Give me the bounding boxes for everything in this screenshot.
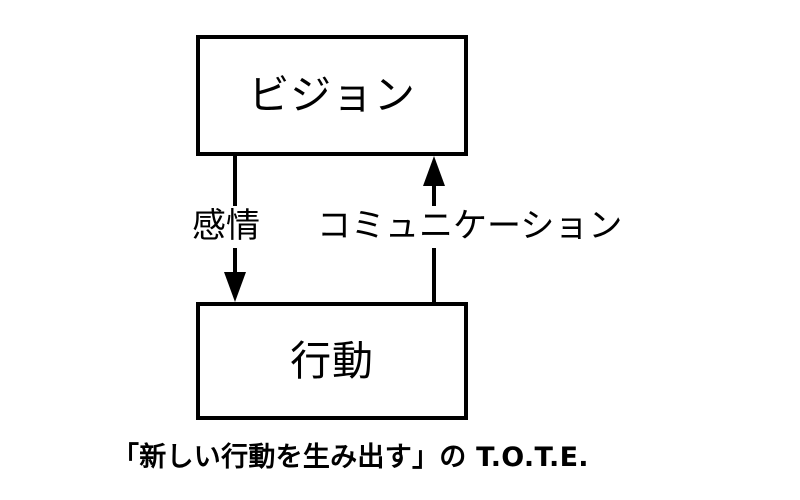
- edge-label-communication: コミュニケーション: [317, 206, 623, 246]
- node-box-vision[interactable]: ビジョン: [196, 35, 468, 156]
- node-label-action: 行動: [290, 336, 374, 385]
- edge-label-emotion: 感情: [192, 206, 260, 246]
- node-label-vision: ビジョン: [248, 71, 416, 119]
- node-box-action[interactable]: 行動: [196, 302, 468, 420]
- arrowhead-down-icon: [224, 272, 246, 302]
- arrowhead-up-icon: [423, 156, 445, 186]
- diagram-caption: 「新しい行動を生み出す」の T.O.T.E.: [112, 442, 589, 473]
